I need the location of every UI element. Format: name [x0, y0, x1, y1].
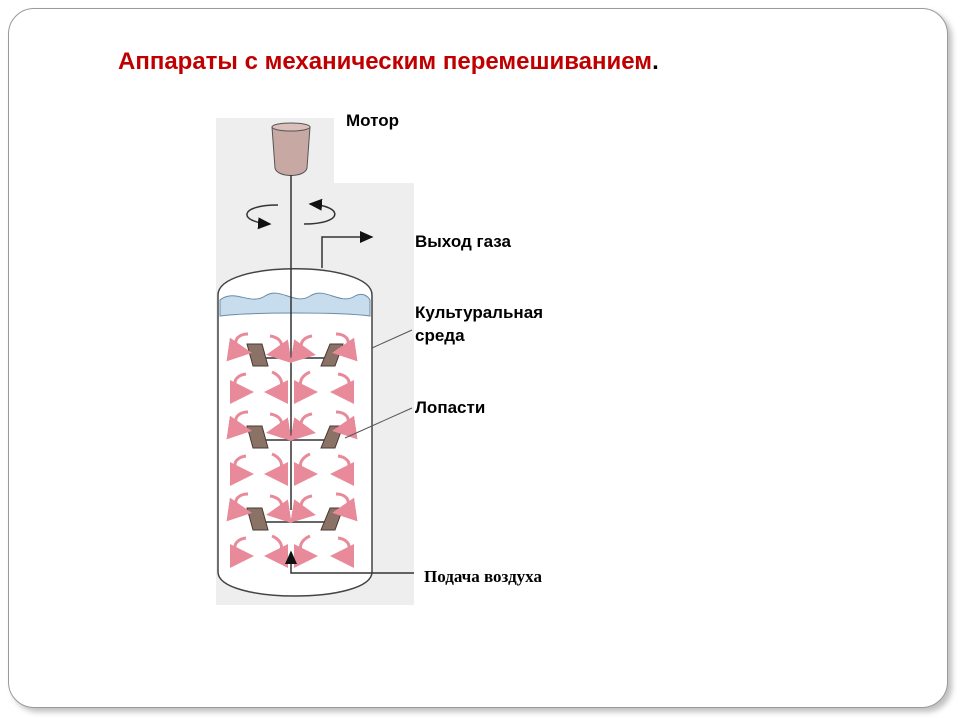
motor-icon: [271, 126, 311, 176]
circulation-arrows: [226, 332, 358, 568]
blade-left-3: [246, 507, 269, 531]
air-supply-pipe: [285, 550, 414, 574]
gas-outlet-pipe: [321, 231, 374, 268]
rotation-arrow-left: [246, 204, 279, 230]
liquid-surface: [219, 292, 371, 317]
leader-blades: [344, 407, 413, 439]
label-culture-medium-line1: Культуральная: [415, 303, 544, 322]
slide-title-text: Аппараты с механическим перемешиванием: [118, 48, 653, 75]
label-motor: Мотор: [346, 111, 399, 130]
label-air-supply: Подача воздуха: [424, 567, 542, 586]
rotation-arrow-right: [303, 198, 336, 225]
slide-title-period: .: [652, 48, 659, 75]
label-blades: Лопасти: [415, 398, 486, 417]
slide-frame: [8, 8, 948, 708]
blade-left-2: [246, 425, 269, 449]
leader-culture-medium: [371, 329, 413, 349]
label-culture-medium-line2: среда: [415, 326, 465, 345]
label-gas-outlet: Выход газа: [415, 232, 511, 251]
motor-top: [271, 122, 311, 132]
slide-title: Аппараты с механическим перемешиванием.: [118, 48, 659, 76]
